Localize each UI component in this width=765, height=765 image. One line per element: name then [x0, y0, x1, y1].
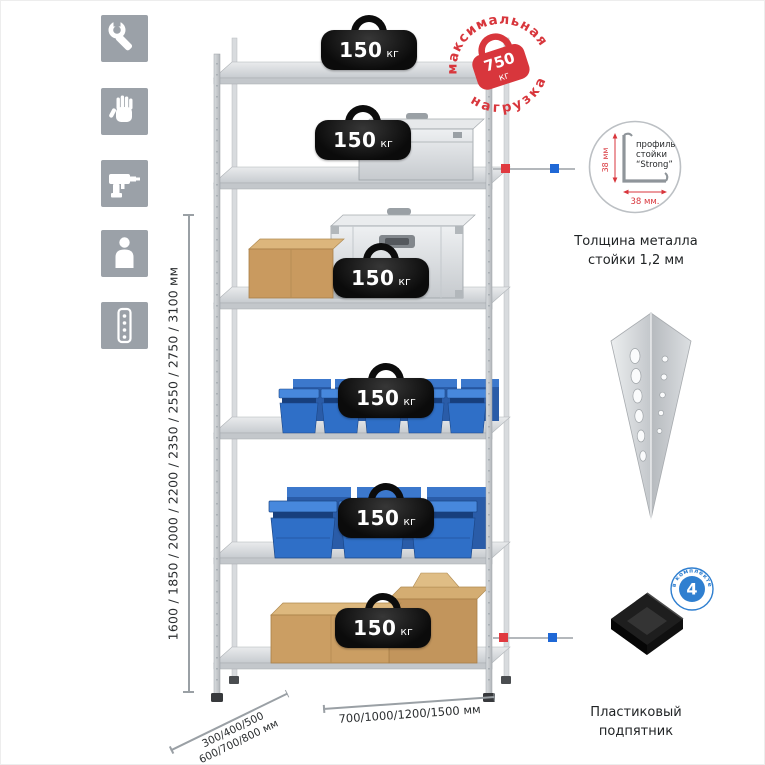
- weight-body-icon: 150 кг: [333, 258, 429, 298]
- feature-icon-tile: [101, 160, 148, 207]
- shelving-rack: [211, 37, 511, 702]
- feature-icon-tile: [101, 88, 148, 135]
- load-value: 150: [356, 506, 400, 530]
- red-marker: [499, 633, 508, 642]
- post-slots: [629, 348, 669, 462]
- profile-caption-line2: стойки 1,2 мм: [588, 252, 684, 268]
- load-unit: кг: [400, 625, 413, 638]
- feature-icon-tile: [101, 15, 148, 62]
- person-icon: [115, 237, 134, 268]
- kit-count-badge: в комплекте 4: [670, 567, 714, 611]
- dimension-38-horizontal: 38 мм.: [623, 189, 667, 207]
- dimension-tick: [183, 214, 194, 216]
- shelf-load-badge: 150 кг: [321, 15, 417, 70]
- dim-38-h-label: 38 мм.: [630, 197, 659, 207]
- weight-body-icon: 150 кг: [338, 378, 434, 418]
- callout-line: [493, 637, 573, 639]
- shelf-load-badge: 150 кг: [315, 105, 411, 160]
- profile-caption-line1: Толщина металла: [574, 234, 698, 249]
- angle-profile-drawing: [622, 132, 669, 183]
- weight-handle-icon: [365, 593, 401, 611]
- weight-handle-icon: [368, 483, 404, 501]
- weight-body-icon: 150 кг: [335, 608, 431, 648]
- load-unit: кг: [386, 47, 399, 60]
- feature-icon-tile: [101, 302, 148, 349]
- load-unit: кг: [398, 275, 411, 288]
- stamp-weight-icon: 750 кг: [472, 33, 530, 90]
- weight-handle-icon: [351, 15, 387, 33]
- profile-label-line3: “Strong”: [636, 160, 673, 170]
- load-value: 150: [353, 616, 397, 640]
- load-unit: кг: [403, 515, 416, 528]
- profile-caption: Толщина металла стойки 1,2 мм: [558, 233, 714, 271]
- blue-marker: [548, 633, 557, 642]
- kit-badge-number: 4: [686, 580, 697, 599]
- foot-caption: Пластиковый подпятник: [560, 704, 712, 742]
- weight-handle-icon: [363, 243, 399, 261]
- shelf-load-badge: 150 кг: [333, 243, 429, 298]
- load-unit: кг: [403, 395, 416, 408]
- weight-body-icon: 150 кг: [321, 30, 417, 70]
- shelf-load-badge: 150 кг: [335, 593, 431, 648]
- shelf-load-badge: 150 кг: [338, 483, 434, 538]
- stamp-load-unit: кг: [497, 70, 511, 84]
- weight-handle-icon: [368, 363, 404, 381]
- profile-label-line1: профиль: [636, 140, 675, 150]
- dimension-38-vertical: 38 мм: [601, 133, 618, 183]
- blue-marker: [550, 164, 559, 173]
- shelf-load-badge: 150 кг: [338, 363, 434, 418]
- load-value: 150: [351, 266, 395, 290]
- weight-handle-icon: [345, 105, 381, 123]
- weight-body-icon: 150 кг: [338, 498, 434, 538]
- profile-label-line2: стойки: [636, 150, 667, 160]
- load-value: 150: [333, 128, 377, 152]
- glove-icon: [109, 95, 133, 122]
- foot-caption-line1: Пластиковый: [590, 705, 682, 720]
- dimension-tick: [183, 691, 194, 693]
- perforated-strip-icon: [117, 307, 132, 344]
- callout-line: [493, 168, 575, 170]
- drill-icon: [109, 174, 140, 198]
- foot-caption-line2: подпятник: [598, 723, 674, 739]
- plastic-foot-image: [611, 592, 684, 655]
- perforated-post-image: [610, 312, 692, 520]
- dimension-tick: [168, 746, 174, 755]
- red-marker: [501, 164, 510, 173]
- height-dimension-label: 1600 / 1850 / 2000 / 2200 / 2350 / 2550 …: [165, 266, 181, 641]
- load-unit: кг: [380, 137, 393, 150]
- cardboard-box: [248, 238, 345, 299]
- dim-38-v-label: 38 мм: [601, 148, 610, 173]
- feature-icon-tile: [101, 230, 148, 277]
- wrench-icon: [108, 18, 133, 51]
- height-dimension-line: [188, 214, 190, 692]
- load-value: 150: [339, 38, 383, 62]
- load-value: 150: [356, 386, 400, 410]
- weight-body-icon: 150 кг: [315, 120, 411, 160]
- post-profile-detail: 38 мм 38 мм. профиль стойки “Strong”: [588, 120, 682, 214]
